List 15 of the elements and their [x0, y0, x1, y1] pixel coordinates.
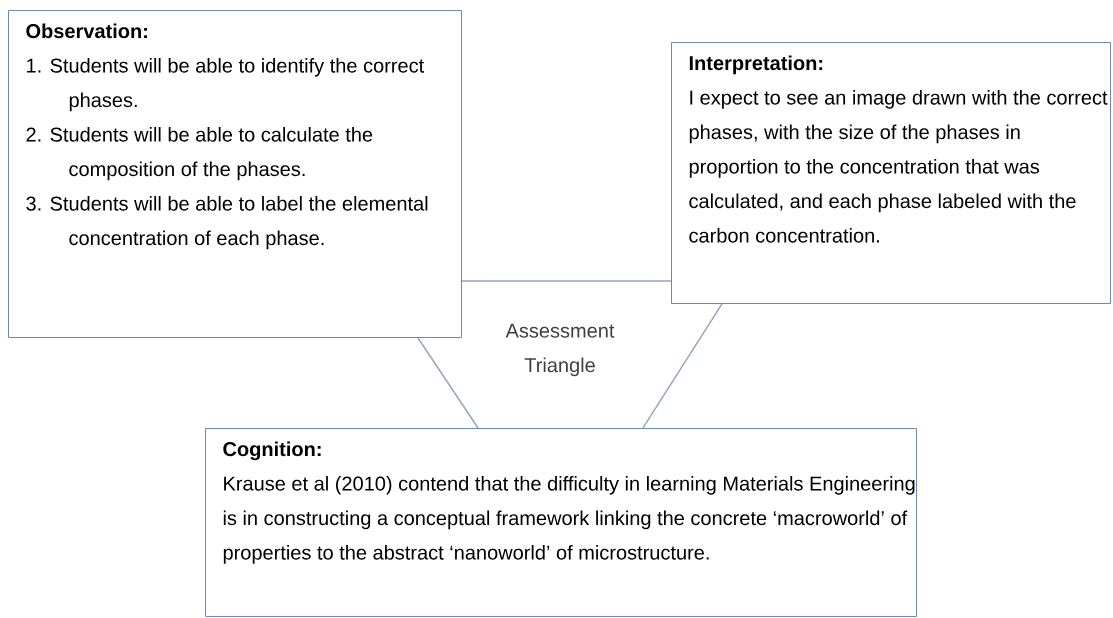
- box-body: Krause et al (2010) contend that the difficulty in learning Materials Engineering is in constructing a conceptual framework linking the concrete ‘macroworld’ of properties to the abstract ‘nanoworld’ of microstructure.: [223, 476, 915, 564]
- text-box: [205, 428, 917, 617]
- text-box: [8, 10, 462, 338]
- connector-line: [642, 303, 723, 429]
- list-item: 2. Students will be able to calculate the composition of the phases.: [26, 127, 373, 181]
- box-heading: Observation:: [26, 23, 147, 39]
- connector-line: [417, 337, 479, 429]
- diagram-label: Assessment Triangle: [505, 323, 615, 377]
- box-heading: Interpretation:: [689, 55, 823, 75]
- box-heading: Cognition:: [223, 441, 321, 461]
- box-body: I expect to see an image drawn with the correct phases, with the size of the phases in proportion to the concentration that was calculated, and each phase labeled with the carbon concentration.: [689, 90, 1108, 243]
- list-item: 1. Students will be able to identify the correct phases.: [27, 58, 425, 112]
- list-item: 3. Students will be able to label the elemental concentration of each phase.: [26, 196, 428, 250]
- connector-line: [461, 280, 672, 282]
- text-box: [671, 42, 1111, 304]
